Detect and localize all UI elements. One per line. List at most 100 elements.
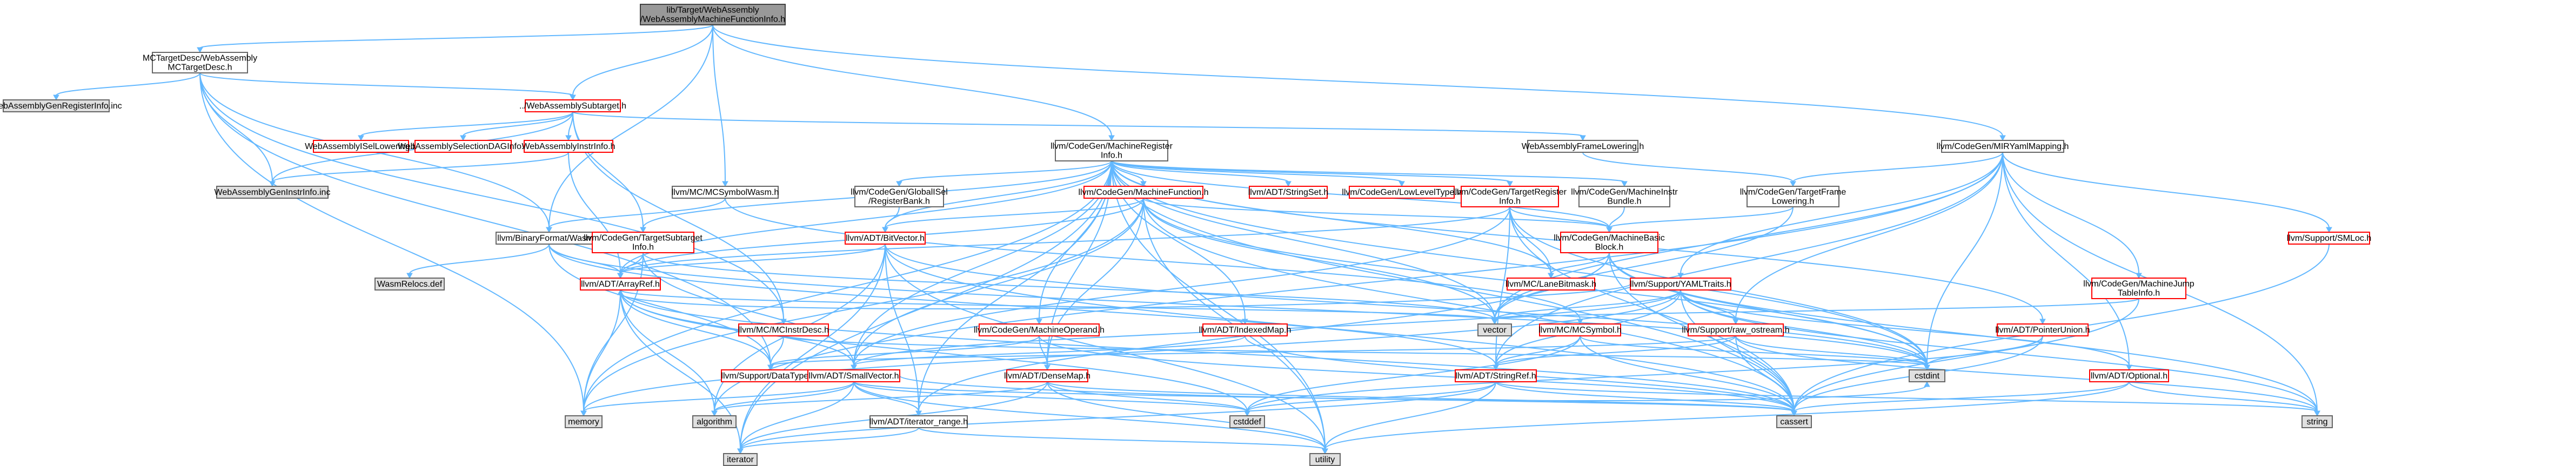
node-label: llvm/Support/raw_ostream.h bbox=[1682, 326, 1789, 335]
node-label: llvm/CodeGen/MachineOperand.h bbox=[974, 326, 1105, 335]
node-label: llvm/CodeGen/MachineBasic bbox=[1554, 234, 1664, 243]
graph-node-algorithm: algorithm bbox=[692, 415, 737, 428]
dependency-edge bbox=[2002, 152, 2332, 233]
node-label: MCTargetDesc/WebAssembly bbox=[143, 54, 257, 63]
graph-node-yamltraits[interactable]: llvm/Support/YAMLTraits.h bbox=[1630, 278, 1731, 291]
dependency-edge bbox=[199, 72, 576, 101]
graph-node-indexedmap[interactable]: llvm/ADT/IndexedMap.h bbox=[1199, 323, 1292, 336]
node-label: algorithm bbox=[697, 417, 732, 427]
graph-node-seldaginfo[interactable]: WebAssemblySelectionDAGInfo.h bbox=[398, 140, 528, 153]
graph-node-wasmrelocs: WasmRelocs.def bbox=[374, 278, 445, 291]
graph-node-root: lib/Target/WebAssembly/WebAssemblyMachin… bbox=[640, 4, 786, 25]
node-label: llvm/ADT/PointerUnion.h bbox=[1995, 326, 2090, 335]
node-label: lib/Target/WebAssembly bbox=[666, 6, 759, 15]
graph-node-lanebitmask[interactable]: llvm/MC/LaneBitmask.h bbox=[1506, 278, 1596, 291]
graph-node-mcinstrdesc[interactable]: llvm/MC/MCInstrDesc.h bbox=[738, 323, 829, 336]
dependency-edge bbox=[1111, 160, 1628, 187]
graph-node-instrinfo[interactable]: WebAssemblyInstrInfo.h bbox=[521, 140, 615, 153]
graph-node-iterator: iterator bbox=[723, 453, 758, 466]
dependency-edge bbox=[853, 381, 1250, 417]
graph-edges bbox=[53, 24, 2332, 455]
dependency-edge bbox=[1924, 152, 2003, 371]
dependency-edge bbox=[1735, 335, 2320, 417]
node-label: cassert bbox=[1780, 417, 1808, 427]
node-label: llvm/CodeGen/LowLevelType.h bbox=[1342, 188, 1461, 197]
dependency-edge bbox=[712, 24, 1115, 141]
graph-node-stringref[interactable]: llvm/ADT/StringRef.h bbox=[1455, 369, 1537, 382]
dependency-edge bbox=[572, 111, 646, 233]
dependency-edge bbox=[712, 24, 728, 187]
graph-node-datatypes[interactable]: llvm/Support/DataTypes.h bbox=[721, 369, 820, 382]
node-label: llvm/ADT/iterator_range.h bbox=[869, 417, 968, 427]
node-label: llvm/ADT/BitVector.h bbox=[846, 234, 925, 243]
graph-node-subtarget[interactable]: ../WebAssemblySubtarget.h bbox=[519, 99, 626, 112]
node-label: llvm/Support/DataTypes.h bbox=[721, 372, 820, 381]
graph-node-memory: memory bbox=[565, 415, 603, 428]
node-label: llvm/CodeGen/TargetFrame bbox=[1740, 188, 1846, 197]
graph-node-machinefunction[interactable]: llvm/CodeGen/MachineFunction.h bbox=[1078, 186, 1209, 199]
node-label: llvm/CodeGen/MachineJump bbox=[2083, 280, 2194, 289]
graph-node-mcsymbolwasm[interactable]: llvm/MC/MCSymbolWasm.h bbox=[672, 186, 779, 199]
graph-node-iterator-range[interactable]: llvm/ADT/iterator_range.h bbox=[869, 415, 968, 428]
graph-node-globalisel-rb[interactable]: llvm/CodeGen/GlobalISel/RegisterBank.h bbox=[851, 186, 948, 207]
graph-node-cstdint: cstdint bbox=[1909, 369, 1945, 382]
node-label: WebAssemblyISelLowering.h bbox=[305, 142, 417, 151]
graph-node-framelowering[interactable]: WebAssemblyFrameLowering.h bbox=[1522, 140, 1644, 153]
dependency-edge bbox=[1111, 160, 1292, 187]
dependency-edge bbox=[617, 206, 1510, 279]
dependency-edge bbox=[712, 24, 2006, 141]
graph-node-optional[interactable]: llvm/ADT/Optional.h bbox=[2089, 369, 2169, 382]
graph-node-raw-ostream[interactable]: llvm/Support/raw_ostream.h bbox=[1682, 323, 1790, 336]
node-label: llvm/CodeGen/MachineInstr bbox=[1571, 188, 1678, 197]
dependency-edge bbox=[1548, 252, 1610, 279]
node-label: Info.h bbox=[1101, 151, 1122, 160]
dependency-edge bbox=[570, 24, 713, 101]
node-label: cstdint bbox=[1915, 372, 1940, 381]
dependency-edge bbox=[918, 427, 1328, 455]
dependency-edge bbox=[882, 198, 1144, 233]
node-label: llvm/MC/MCSymbol.h bbox=[1538, 326, 1622, 335]
node-label: memory bbox=[568, 417, 599, 427]
dependency-edge bbox=[269, 152, 569, 187]
graph-node-isellowering[interactable]: WebAssemblyISelLowering.h bbox=[305, 140, 417, 153]
dependency-edge bbox=[358, 111, 573, 141]
graph-node-binaryformat[interactable]: llvm/BinaryFormat/Wasm.h bbox=[496, 232, 603, 245]
node-label: string bbox=[2306, 417, 2327, 427]
graph-node-mcsymbol[interactable]: llvm/MC/MCSymbol.h bbox=[1538, 323, 1622, 336]
graph-node-lowleveltype[interactable]: llvm/CodeGen/LowLevelType.h bbox=[1342, 186, 1462, 199]
node-label: llvm/CodeGen/MIRYamlMapping.h bbox=[1937, 142, 2069, 151]
graph-node-machineoperand[interactable]: llvm/CodeGen/MachineOperand.h bbox=[974, 323, 1105, 336]
dependency-edge bbox=[406, 244, 550, 279]
graph-node-smloc[interactable]: llvm/Support/SMLoc.h bbox=[2287, 232, 2372, 245]
graph-node-arrayref[interactable]: llvm/ADT/ArrayRef.h bbox=[580, 278, 661, 291]
node-label: llvm/MC/LaneBitmask.h bbox=[1506, 280, 1596, 289]
node-label: WebAssemblySelectionDAGInfo.h bbox=[398, 142, 528, 151]
dependency-edge bbox=[580, 381, 854, 417]
dependency-edge bbox=[737, 244, 886, 455]
graph-node-bitvector[interactable]: llvm/ADT/BitVector.h bbox=[845, 232, 926, 245]
node-label: llvm/ADT/ArrayRef.h bbox=[581, 280, 660, 289]
graph-node-mirymlmapping[interactable]: llvm/CodeGen/MIRYamlMapping.h bbox=[1937, 140, 2069, 153]
dependency-edge bbox=[1111, 160, 1513, 187]
node-label: llvm/ADT/DenseMap.h bbox=[1004, 372, 1090, 381]
graph-node-densemap[interactable]: llvm/ADT/DenseMap.h bbox=[1004, 369, 1090, 382]
graph-node-vector: vector bbox=[1477, 323, 1512, 336]
dependency-edge bbox=[199, 72, 276, 187]
node-label: llvm/ADT/IndexedMap.h bbox=[1199, 326, 1292, 335]
dependency-edge bbox=[885, 244, 1930, 371]
node-label: Lowering.h bbox=[1772, 197, 1814, 206]
graph-node-smallvector[interactable]: llvm/ADT/SmallVector.h bbox=[807, 369, 900, 382]
node-label: llvm/ADT/StringSet.h bbox=[1248, 188, 1328, 197]
dependency-edge bbox=[620, 289, 1498, 325]
node-label: llvm/CodeGen/TargetSubtarget bbox=[584, 234, 702, 243]
graph-node-pointerunion[interactable]: llvm/ADT/PointerUnion.h bbox=[1995, 323, 2090, 336]
graph-node-stringset[interactable]: llvm/ADT/StringSet.h bbox=[1248, 186, 1328, 199]
